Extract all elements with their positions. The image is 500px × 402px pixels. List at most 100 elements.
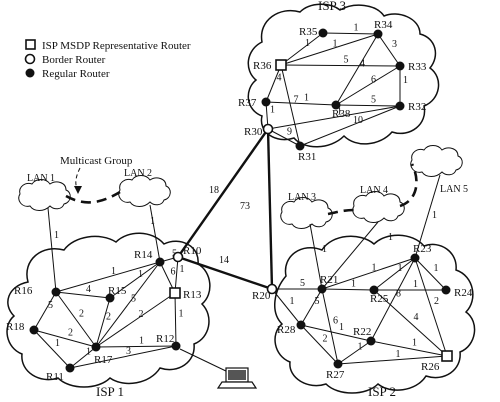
lan2-label: LAN 2 <box>124 168 152 179</box>
router-r23 <box>410 253 420 263</box>
lan-link-lan3-r21 <box>309 223 323 290</box>
link-r37-r36 <box>265 64 282 103</box>
link-r11-r12 <box>69 345 177 369</box>
link-weight-r30-r31: 9 <box>287 127 292 138</box>
link-weight-r20-r21: 5 <box>300 278 305 289</box>
link-weight-r37-r36: 4 <box>277 73 282 84</box>
router-r35-label: R35 <box>299 26 318 38</box>
link-weight-r14-r17: 5 <box>131 294 136 305</box>
router-r25-label: R25 <box>370 293 389 305</box>
link-weight-r23-r25: 1 <box>398 263 403 274</box>
link-weight-r27-r26: 1 <box>396 349 401 360</box>
router-r14-label: R14 <box>134 249 153 261</box>
link-weight-r36-r35: 1 <box>305 38 310 49</box>
lan-link-lan2-r14 <box>149 204 161 263</box>
isp2-cloud <box>274 234 476 394</box>
router-r31 <box>295 141 305 151</box>
link-r14-r17 <box>95 261 161 348</box>
router-r38 <box>331 100 341 110</box>
link-r23-r26 <box>414 257 448 357</box>
multicast-link-lan3-lan4 <box>327 208 355 216</box>
link-r22-r27 <box>337 340 372 365</box>
router-r34-label: R34 <box>374 19 393 31</box>
link-weight-r31-r36: 7 <box>294 95 299 106</box>
weights-layer: 1814735114251652212111351115621118214111… <box>48 23 439 361</box>
link-r31-r32 <box>299 105 401 147</box>
multicast-pointer-arrowhead <box>74 186 82 194</box>
link-weight-r38-r32: 5 <box>371 95 376 106</box>
link-weight-r23-r24: 1 <box>434 263 439 274</box>
link-r15-r17 <box>95 297 111 348</box>
link-r10-r20 <box>177 255 273 291</box>
router-r22-label: R22 <box>353 326 371 338</box>
multicast-group-label: Multicast Group <box>60 155 133 167</box>
router-r24-label: R24 <box>454 287 473 299</box>
lan-link-weight-lan4: 1 <box>388 232 393 243</box>
router-r30-label: R30 <box>244 126 263 138</box>
link-r16-r18 <box>33 291 57 331</box>
router-r13-label: R13 <box>183 289 202 301</box>
router-r33-label: R33 <box>408 61 427 73</box>
link-weight-r30-r37: 1 <box>270 105 275 116</box>
link-r23-r22 <box>370 257 416 342</box>
lan-link-lan4-r21 <box>321 221 379 290</box>
router-r15-label: R15 <box>108 285 127 297</box>
router-r16 <box>51 287 61 297</box>
link-r13-r17 <box>95 292 176 348</box>
lan2-cloud <box>118 175 171 207</box>
router-r34 <box>373 29 383 39</box>
link-weight-r16-r14: 1 <box>111 266 116 277</box>
laptop-icon <box>179 348 258 389</box>
lan1-cloud <box>18 179 71 211</box>
router-r38-label: R38 <box>332 108 351 120</box>
multicast-link-lan4-lan5 <box>399 163 418 208</box>
router-r12-label: R12 <box>156 333 174 345</box>
link-weight-r10-r30: 18 <box>209 185 219 196</box>
router-r17-label: R17 <box>94 354 113 366</box>
legend-rep-icon <box>25 39 36 50</box>
link-weight-r21-r23: 1 <box>372 263 377 274</box>
link-r28-r22 <box>300 324 372 342</box>
router-r17 <box>91 342 101 352</box>
link-weight-r30-r32: 1 <box>337 107 342 118</box>
router-r26-label: R26 <box>421 361 440 373</box>
multicast-link-lan1-lan2 <box>65 190 121 204</box>
legend-border-icon <box>24 53 36 65</box>
lan-link-weight-lan5: 1 <box>432 210 437 221</box>
link-r30-r31 <box>267 128 301 147</box>
link-r23-r25 <box>373 257 416 291</box>
link-r34-r33 <box>377 33 401 67</box>
lan5-cloud <box>410 145 463 177</box>
router-r33 <box>395 61 405 71</box>
router-r16-label: R16 <box>14 285 33 297</box>
lan-link-weight-lan1: 1 <box>54 230 59 241</box>
link-r17-r11 <box>69 346 97 369</box>
link-weight-r13-r17: 2 <box>139 309 144 320</box>
link-weight-r34-r33: 3 <box>392 39 397 50</box>
router-r20-label: R20 <box>252 290 271 302</box>
link-r10-r30 <box>177 128 269 258</box>
link-weight-r20-r28: 1 <box>290 296 295 307</box>
router-r15 <box>105 293 115 303</box>
link-weight-r23-r22: 8 <box>396 289 401 300</box>
router-r22 <box>366 336 376 346</box>
link-weight-r22-r27: 1 <box>358 342 363 353</box>
link-r36-r33 <box>280 64 401 67</box>
router-r31-label: R31 <box>298 151 316 163</box>
link-r23-r24 <box>414 257 447 291</box>
link-r37-r38 <box>265 101 337 106</box>
link-weight-r14-r13: 6 <box>171 267 176 278</box>
link-r38-r32 <box>335 104 401 107</box>
router-r10-label: R10 <box>183 245 202 257</box>
lan-links-layer <box>47 174 441 293</box>
router-r35 <box>318 28 328 38</box>
router-r21 <box>317 284 327 294</box>
router-r27 <box>333 359 343 369</box>
link-weight-r30-r20: 73 <box>240 201 250 212</box>
link-r21-r28 <box>300 288 323 326</box>
isp1-cloud <box>6 232 211 388</box>
link-r30-r20 <box>266 128 274 290</box>
router-r11 <box>65 363 75 373</box>
router-r30 <box>262 123 274 135</box>
router-r25 <box>369 285 379 295</box>
